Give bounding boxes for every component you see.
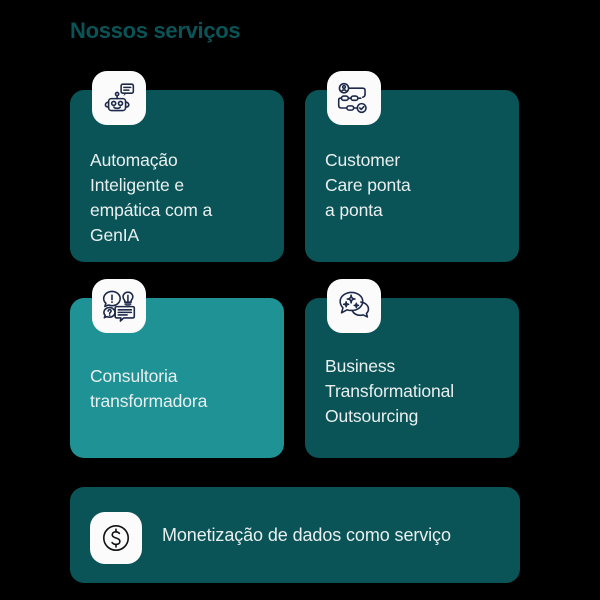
service-card-title: Consultoria transformadora — [90, 366, 208, 411]
page-title: Nossos serviços — [70, 18, 241, 43]
robot-chat-icon — [92, 71, 146, 125]
sparkle-bubbles-icon — [327, 279, 381, 333]
service-card-monetizacao-de-dados[interactable]: Monetização de dados como serviço — [70, 487, 520, 583]
service-card-title: Automação Inteligente e empática com a G… — [90, 150, 213, 245]
dollar-coin-icon — [90, 512, 142, 564]
service-card-title: Monetização de dados como serviço — [162, 525, 451, 545]
process-flow-icon — [327, 71, 381, 125]
service-card-title: Customer Care ponta a ponta — [325, 150, 411, 220]
service-card-title: Business Transformational Outsourcing — [325, 356, 455, 426]
insight-bubbles-icon — [92, 279, 146, 333]
